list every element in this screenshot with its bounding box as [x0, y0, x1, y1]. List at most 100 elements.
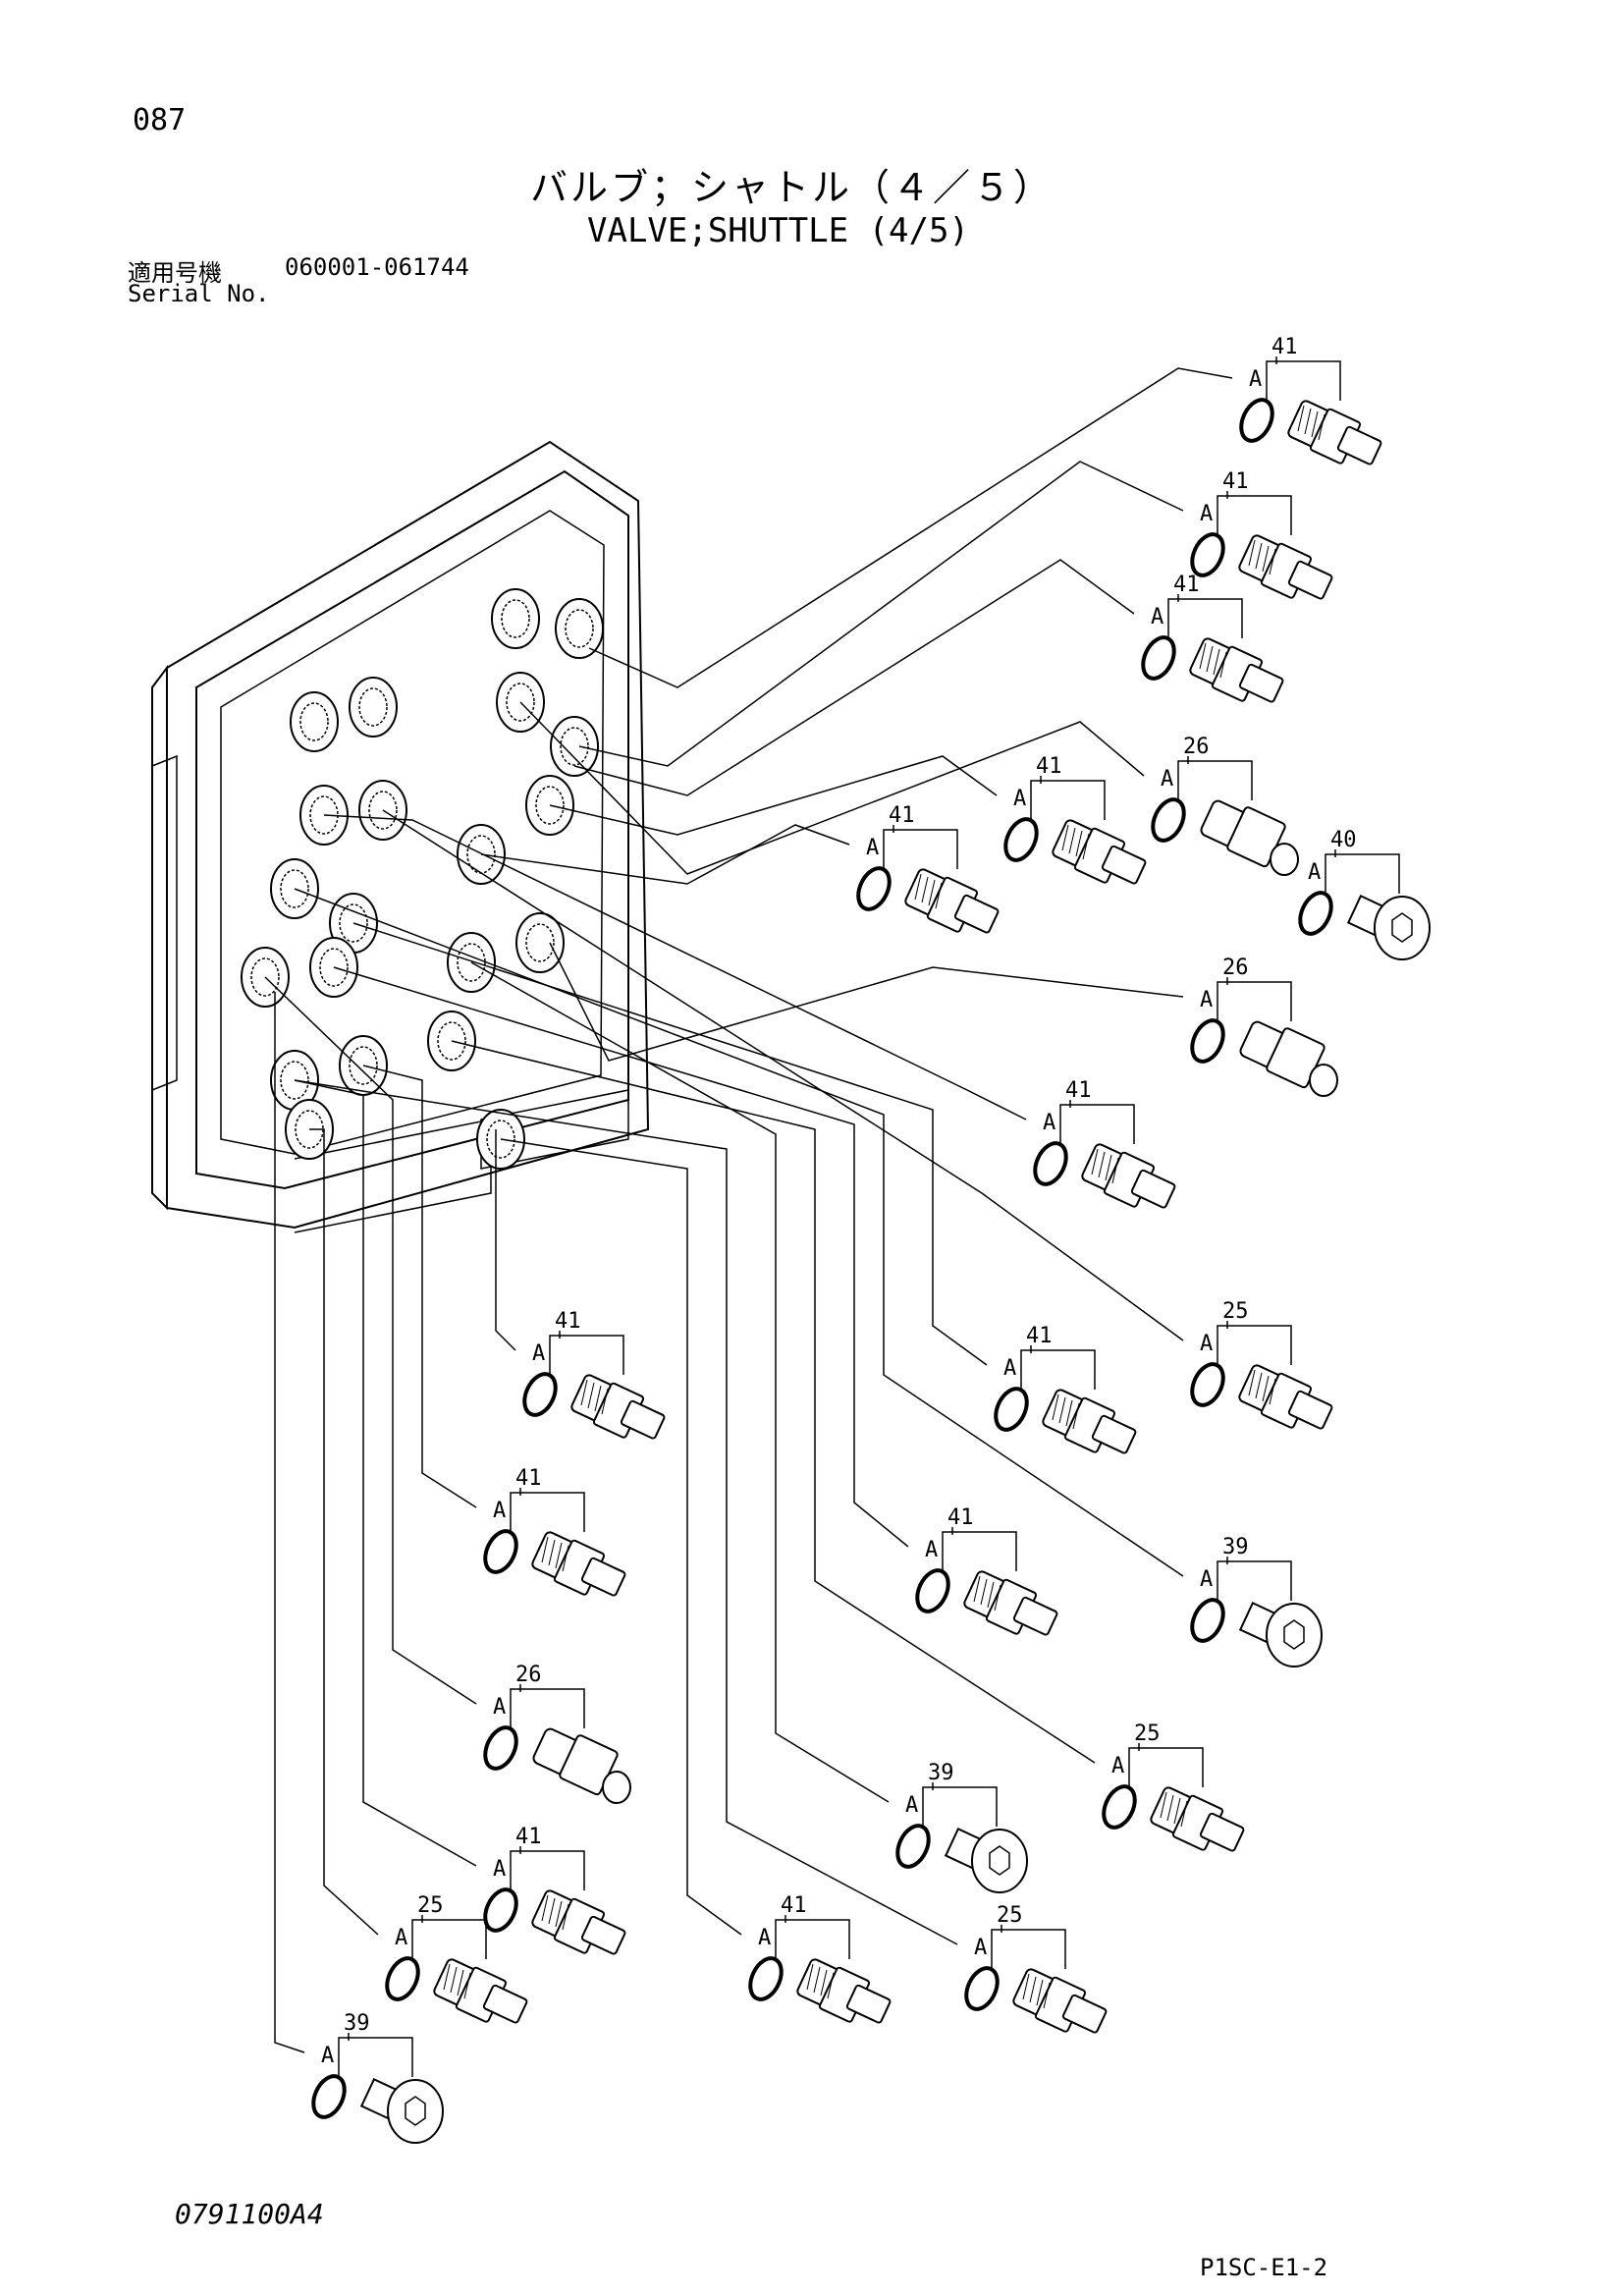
thread-line — [827, 1972, 835, 1999]
port-thread — [565, 609, 594, 648]
thread-line — [914, 873, 922, 901]
thread-line — [980, 1578, 988, 1606]
port-thread — [535, 786, 565, 825]
part-number-label: 41 — [1036, 754, 1062, 779]
thread-line — [1219, 651, 1227, 679]
sub-letter-label: A — [1161, 767, 1173, 792]
thread-line — [450, 1966, 458, 1994]
port-thread — [501, 599, 530, 638]
part-callout: 25A — [1190, 1299, 1333, 1430]
part-number-label: 41 — [1173, 573, 1200, 597]
callout-bracket — [883, 829, 958, 869]
fitting-nipple-icon — [1091, 1414, 1137, 1454]
thread-line — [1061, 824, 1069, 851]
sub-letter-label: A — [925, 1538, 938, 1562]
leader-line — [309, 1128, 379, 1936]
o-ring-icon — [1190, 1362, 1225, 1407]
part-number-label: 41 — [555, 1309, 581, 1334]
thread-line — [562, 1903, 569, 1931]
callout-bracket — [510, 1492, 585, 1532]
thread-line — [1255, 542, 1263, 570]
port-thread — [299, 702, 329, 741]
o-ring-icon — [1190, 1018, 1225, 1064]
fitting-nipple-icon — [1101, 845, 1147, 885]
callout-bracket — [510, 1850, 585, 1890]
sub-letter-label: A — [1043, 1111, 1055, 1135]
part-number-label: 25 — [417, 1893, 444, 1918]
leader-lines — [264, 367, 1292, 2053]
part-callout: 41A — [483, 1825, 626, 1955]
part-number-label: 41 — [947, 1505, 974, 1530]
o-ring-icon — [994, 1387, 1029, 1432]
thread-line — [1269, 1378, 1276, 1405]
adapter-bore-icon — [1309, 1064, 1338, 1097]
o-ring-icon — [483, 1529, 518, 1574]
callout-bracket — [1217, 495, 1292, 535]
page-code: P1SC-E1-2 — [1200, 2254, 1328, 2281]
part-number-label: 41 — [515, 1825, 542, 1849]
thread-line — [806, 1963, 814, 1991]
thread-line — [1269, 548, 1276, 575]
page-number: 087 — [133, 103, 187, 137]
port-thread — [560, 727, 589, 766]
port-thread — [525, 923, 555, 962]
serial-label-japanese: 適用号機 — [128, 259, 222, 287]
part-number-label: 41 — [781, 1893, 807, 1918]
part-callout: 41A — [856, 803, 1000, 934]
port-thread — [250, 957, 280, 997]
sub-letter-label: A — [1111, 1754, 1124, 1778]
sub-letter-label: A — [1200, 502, 1213, 526]
hex-socket-icon — [1391, 912, 1413, 943]
port-hole — [290, 691, 339, 752]
part-number-label: 26 — [515, 1663, 542, 1687]
thread-line — [973, 1575, 981, 1603]
thread-line — [1111, 1157, 1119, 1184]
thread-line — [1255, 1372, 1263, 1399]
leader-line — [573, 559, 1135, 796]
leader-line — [294, 1079, 958, 1945]
part-callout: 41A — [1141, 573, 1284, 703]
thread-line — [1105, 1154, 1112, 1181]
port-hole — [349, 677, 398, 738]
callout-bracket — [1217, 1325, 1292, 1365]
sub-letter-label: A — [974, 1936, 987, 1960]
o-ring-icon — [748, 1956, 784, 2001]
thread-line — [1036, 1979, 1044, 2006]
callout-bracket — [1217, 981, 1292, 1021]
fitting-nipple-icon — [1130, 1169, 1176, 1209]
leader-line — [333, 966, 909, 1548]
part-callout: 41A — [483, 1466, 626, 1597]
thread-line — [1180, 1800, 1188, 1828]
fitting-nipple-icon — [1287, 560, 1333, 600]
callout-bracket — [411, 1919, 487, 1959]
valve-body — [151, 440, 650, 1233]
o-ring-icon — [1102, 1784, 1137, 1830]
o-ring-icon — [385, 1956, 420, 2001]
sub-letter-label: A — [1200, 988, 1213, 1012]
port-thread — [339, 903, 368, 943]
sub-letter-label: A — [866, 836, 879, 860]
plug-head-icon — [387, 2079, 444, 2144]
part-callout: 41A — [522, 1309, 666, 1440]
callout-bracket — [775, 1919, 850, 1959]
o-ring-icon — [1190, 1598, 1225, 1643]
part-callout: 41A — [748, 1893, 892, 2024]
o-ring-icon — [483, 1887, 518, 1933]
part-number-label: 40 — [1330, 828, 1357, 852]
callout-bracket — [1217, 1560, 1292, 1601]
part-callout: 40A — [1298, 828, 1431, 960]
thread-line — [562, 1545, 569, 1572]
callout-bracket — [1266, 360, 1341, 401]
thread-line — [548, 1539, 556, 1566]
thread-line — [1297, 405, 1305, 432]
o-ring-icon — [915, 1568, 950, 1613]
sub-letter-label: A — [758, 1926, 771, 1950]
fitting-nipple-icon — [620, 1399, 666, 1440]
part-number-label: 26 — [1222, 956, 1249, 980]
leader-line — [480, 824, 850, 885]
callout-bracket — [338, 2037, 413, 2077]
leader-line — [470, 961, 890, 1803]
callout-bracket — [549, 1335, 624, 1375]
callout-bracket — [1167, 598, 1243, 638]
sub-letter-label: A — [493, 1857, 506, 1882]
